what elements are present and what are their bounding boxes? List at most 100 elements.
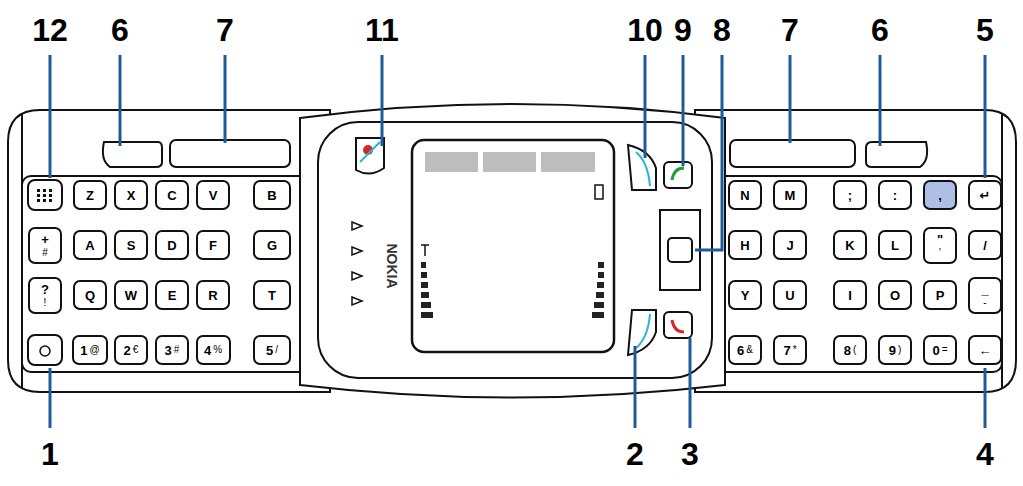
key-label: 0	[932, 344, 939, 357]
keyboard-key: P	[923, 280, 957, 310]
keyboard-key: C	[155, 180, 189, 210]
keyboard-key: 4%	[196, 335, 231, 365]
key-label: %	[213, 345, 222, 355]
key-label: _	[981, 283, 988, 296]
keyboard-key: ;	[833, 180, 867, 210]
keyboard-key: Q	[73, 280, 107, 310]
key-label: /	[275, 345, 278, 355]
keyboard-key: D	[155, 230, 189, 260]
key-label: 1	[80, 344, 87, 357]
key-label: 6	[737, 344, 744, 357]
key-label: J	[786, 239, 793, 252]
keyboard-key: W	[114, 280, 148, 310]
key-label: A	[85, 239, 94, 252]
key-label: V	[209, 189, 218, 202]
keyboard-key: 3#	[155, 335, 189, 365]
callout-number: 4	[976, 438, 994, 470]
callout-number: 3	[681, 438, 699, 470]
key-label: -	[983, 298, 986, 308]
keyboard-key: "'	[923, 227, 957, 264]
key-label: P	[936, 289, 945, 302]
key-label: C	[167, 189, 176, 202]
keyboard-key: ,	[923, 180, 957, 210]
leader-lines	[50, 55, 985, 428]
key-label: B	[267, 189, 276, 202]
keyboard-key: 5/	[253, 335, 291, 365]
callout-number: 6	[111, 14, 129, 46]
callout-number: 7	[781, 14, 799, 46]
key-label: =	[942, 345, 948, 355]
key-label: I	[848, 289, 852, 302]
callout-number: 11	[365, 14, 399, 46]
key-label: 9	[889, 344, 896, 357]
key-label: 3	[165, 344, 172, 357]
keyboard-key: +#	[28, 227, 62, 264]
key-label: T	[268, 289, 276, 302]
key-label: 5	[266, 344, 273, 357]
keyboard-key: 1@	[72, 335, 108, 365]
key-label: :	[893, 189, 897, 202]
key-label: ←	[979, 344, 992, 357]
callout-number: 1	[41, 438, 59, 470]
key-label: @	[90, 345, 100, 355]
callout-number: 12	[32, 14, 68, 46]
key-label: )	[898, 345, 901, 355]
key-label: +	[41, 233, 49, 246]
key-label: '	[939, 248, 941, 258]
key-label: H	[740, 239, 749, 252]
keyboard-key: E	[155, 280, 189, 310]
key-label: G	[267, 239, 277, 252]
key-label: N	[740, 189, 749, 202]
key-label: "	[937, 233, 943, 246]
callout-number: 9	[674, 14, 692, 46]
key-label: 2	[124, 344, 131, 357]
keyboard-key: 9)	[878, 335, 912, 365]
key-label: O	[890, 289, 900, 302]
keyboard-key: _-	[968, 277, 1002, 314]
keyboard-key: O	[878, 280, 912, 310]
keyboard-key: X	[114, 180, 148, 210]
key-label: ;	[848, 189, 852, 202]
key-label: E	[168, 289, 177, 302]
keyboard-key: H	[728, 230, 762, 260]
callout-number: 6	[871, 14, 889, 46]
key-label: F	[209, 239, 217, 252]
keyboard-key: ←	[968, 335, 1002, 365]
keyboard-key: 6&	[728, 335, 762, 365]
key-label: €	[133, 345, 139, 355]
keyboard-key: A	[73, 230, 107, 260]
callout-number: 2	[626, 438, 644, 470]
keyboard-key: U	[773, 280, 807, 310]
keyboard-key: L	[878, 230, 912, 260]
key-label: R	[208, 289, 217, 302]
key-label: /	[983, 239, 987, 252]
keyboard-key: /	[968, 230, 1002, 260]
key-label: X	[127, 189, 136, 202]
key-label: D	[167, 239, 176, 252]
keyboard-key: N	[728, 180, 762, 210]
key-label: Y	[741, 289, 750, 302]
key-label: *	[793, 345, 797, 355]
callout-number: 5	[976, 14, 994, 46]
key-label: S	[127, 239, 136, 252]
key-label: M	[785, 189, 796, 202]
key-label: ?	[41, 283, 49, 296]
key-label: ↵	[980, 189, 991, 202]
key-label: K	[845, 239, 854, 252]
key-label: 7	[783, 344, 790, 357]
key-label: #	[174, 345, 180, 355]
callout-number: 10	[627, 14, 663, 46]
keyboard-key: Z	[73, 180, 107, 210]
key-label: #	[42, 248, 48, 258]
keyboard-key: K	[833, 230, 867, 260]
brand-logo: NOKIA	[385, 243, 399, 288]
key-label: ,	[938, 189, 942, 202]
keyboard-key: I	[833, 280, 867, 310]
keyboard-key: G	[253, 230, 291, 260]
keyboard-key: :	[878, 180, 912, 210]
key-label: &	[746, 345, 753, 355]
key-label: W	[125, 289, 137, 302]
keyboard-key: 8(	[833, 335, 867, 365]
keyboard-key: B	[253, 180, 291, 210]
